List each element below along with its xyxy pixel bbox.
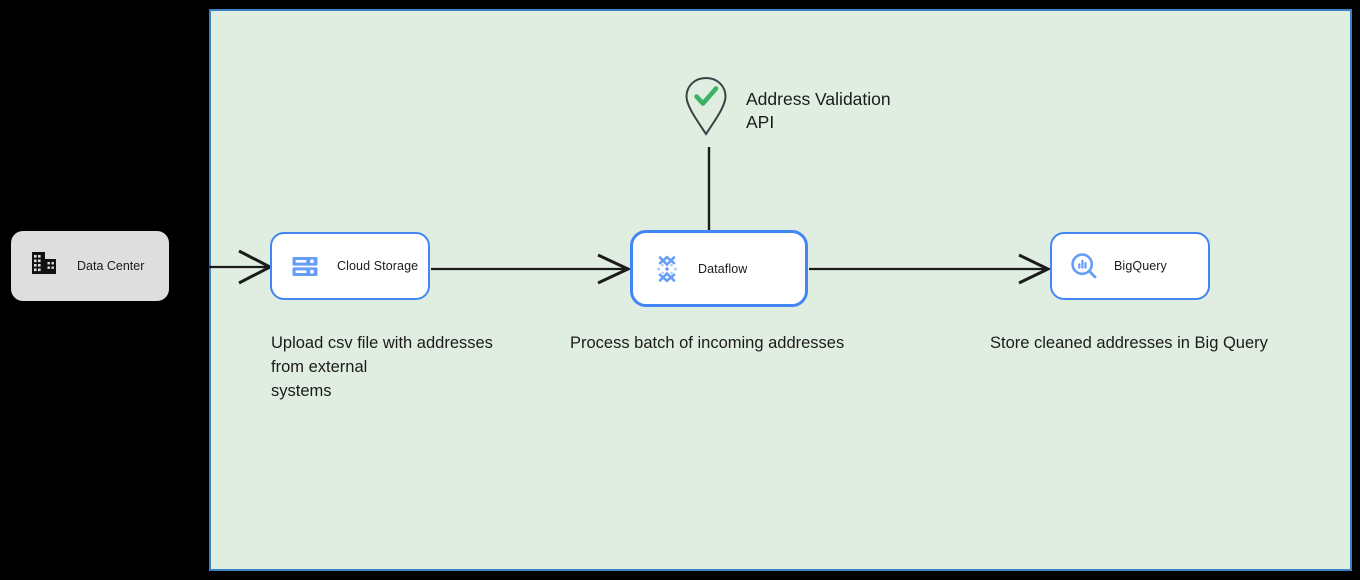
data-center-icon bbox=[30, 249, 60, 284]
map-pin-check-icon bbox=[684, 76, 728, 143]
node-dataflow[interactable]: Dataflow bbox=[630, 230, 808, 307]
node-address-validation-api-label: Address Validation API bbox=[746, 89, 891, 132]
node-data-center-label: Data Center bbox=[77, 259, 145, 273]
caption-process-batch: Process batch of incoming addresses bbox=[570, 334, 845, 352]
node-cloud-storage-label: Cloud Storage bbox=[337, 259, 419, 273]
node-address-validation-api[interactable]: Address Validation API bbox=[684, 76, 891, 143]
dataflow-icon bbox=[652, 254, 682, 284]
caption-upload-csv: Upload csv file with addresses from exte… bbox=[271, 334, 493, 400]
node-dataflow-label: Dataflow bbox=[698, 261, 748, 276]
node-cloud-storage[interactable]: Cloud Storage bbox=[270, 232, 430, 300]
node-bigquery[interactable]: BigQuery bbox=[1050, 232, 1210, 300]
cloud-storage-icon bbox=[290, 251, 320, 281]
bigquery-icon bbox=[1069, 251, 1099, 281]
node-bigquery-label: BigQuery bbox=[1114, 259, 1167, 273]
caption-store-cleaned: Store cleaned addresses in Big Query bbox=[990, 334, 1268, 352]
node-data-center[interactable]: Data Center bbox=[11, 231, 169, 301]
